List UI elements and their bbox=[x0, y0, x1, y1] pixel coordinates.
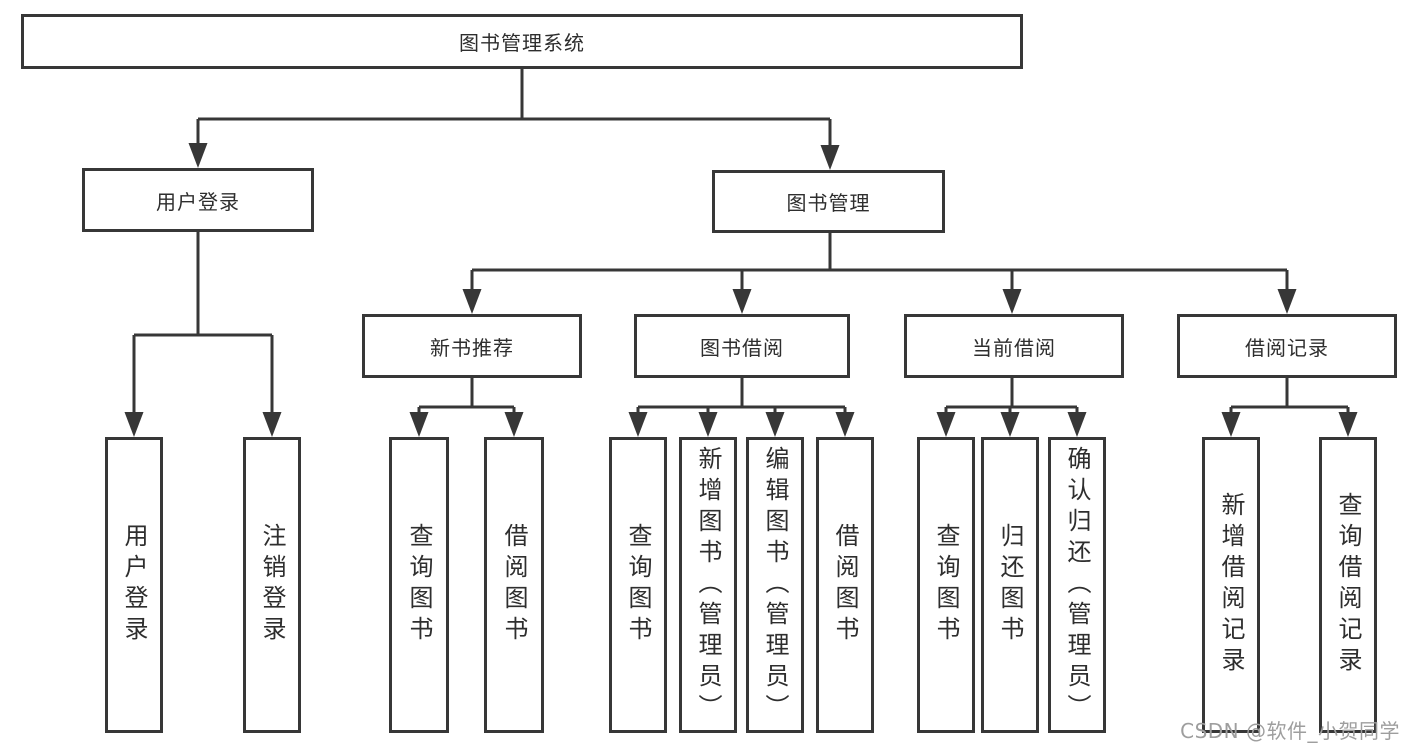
arrowhead-icon bbox=[1000, 412, 1020, 437]
node-current-borrow: 当前借阅 bbox=[904, 314, 1124, 378]
leaf-borrow-edit-books-admin: 编辑图书（管理员） bbox=[746, 437, 804, 733]
arrowhead-icon bbox=[1221, 412, 1241, 437]
arrowhead-icon bbox=[188, 143, 208, 168]
node-borrow-records: 借阅记录 bbox=[1177, 314, 1397, 378]
node-book-management: 图书管理 bbox=[712, 170, 945, 233]
leaf-current-return-books: 归还图书 bbox=[981, 437, 1039, 733]
leaf-borrow-borrow-books: 借阅图书 bbox=[816, 437, 874, 733]
leaf-borrow-add-books-admin: 新增图书（管理员） bbox=[679, 437, 737, 733]
leaf-recommend-query-books: 查询图书 bbox=[389, 437, 449, 733]
arrowhead-icon bbox=[462, 289, 482, 314]
leaf-current-query-books: 查询图书 bbox=[917, 437, 975, 733]
arrowhead-icon bbox=[409, 412, 429, 437]
arrowhead-icon bbox=[124, 412, 144, 437]
leaf-record-add: 新增借阅记录 bbox=[1202, 437, 1260, 733]
arrowhead-icon bbox=[504, 412, 524, 437]
leaf-borrow-query-books: 查询图书 bbox=[609, 437, 667, 733]
arrowhead-icon bbox=[1002, 289, 1022, 314]
arrowhead-icon bbox=[1067, 412, 1087, 437]
arrowhead-icon bbox=[835, 412, 855, 437]
leaf-current-confirm-return-admin: 确认归还（管理员） bbox=[1048, 437, 1106, 733]
node-book-borrow: 图书借阅 bbox=[634, 314, 850, 378]
arrowhead-icon bbox=[262, 412, 282, 437]
node-new-book-recommend: 新书推荐 bbox=[362, 314, 582, 378]
arrowhead-icon bbox=[765, 412, 785, 437]
arrowhead-icon bbox=[820, 145, 840, 170]
arrowhead-icon bbox=[628, 412, 648, 437]
node-root-system: 图书管理系统 bbox=[21, 14, 1023, 69]
node-user-login: 用户登录 bbox=[82, 168, 314, 232]
leaf-recommend-borrow-books: 借阅图书 bbox=[484, 437, 544, 733]
leaf-user-login: 用户登录 bbox=[105, 437, 163, 733]
arrowhead-icon bbox=[698, 412, 718, 437]
arrowhead-icon bbox=[732, 289, 752, 314]
arrowhead-icon bbox=[1277, 289, 1297, 314]
leaf-logout: 注销登录 bbox=[243, 437, 301, 733]
leaf-record-query: 查询借阅记录 bbox=[1319, 437, 1377, 733]
arrowhead-icon bbox=[936, 412, 956, 437]
arrowhead-icon bbox=[1338, 412, 1358, 437]
csdn-watermark: CSDN @软件_小贺同学 bbox=[1180, 719, 1400, 743]
